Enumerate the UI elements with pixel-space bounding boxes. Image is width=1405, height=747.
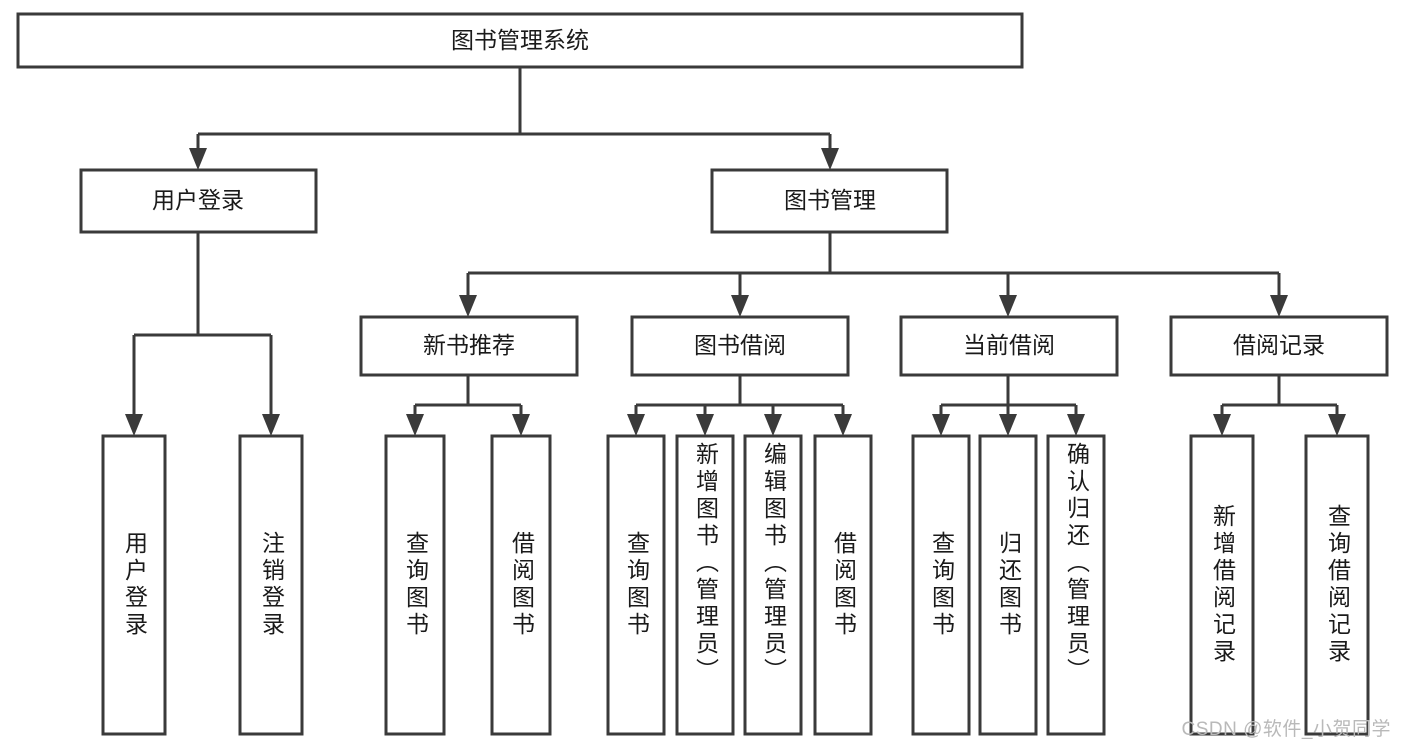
leaf-query-book-3-box[interactable] xyxy=(911,434,971,736)
leaf-query-book-1-box[interactable] xyxy=(384,434,446,736)
node-current-borrow-box[interactable] xyxy=(899,315,1119,377)
leaf-confirm-return-box[interactable] xyxy=(1046,434,1106,736)
arrow-bm-to-book-borrow xyxy=(731,295,749,317)
node-current-borrow[interactable]: 当前借阅 xyxy=(899,315,1119,377)
leaf-box-layer xyxy=(101,434,1370,736)
node-book-manage-label: 图书管理 xyxy=(784,187,876,213)
watermark: CSDN @软件_小贺同学 xyxy=(1181,719,1391,740)
arrow-cb-leaf-1 xyxy=(932,414,950,436)
leaf-borrow-book-1-box[interactable] xyxy=(490,434,552,736)
arrow-bm-to-new-book-recommend xyxy=(459,295,477,317)
node-borrow-record-label: 借阅记录 xyxy=(1233,332,1325,358)
leaf-return-book-box[interactable] xyxy=(978,434,1038,736)
arrow-bb-leaf-1 xyxy=(627,414,645,436)
connector-layer xyxy=(125,67,1346,436)
node-book-borrow[interactable]: 图书借阅 xyxy=(630,315,850,377)
arrow-br-leaf-2 xyxy=(1328,414,1346,436)
arrow-root-to-user-login xyxy=(189,148,207,170)
arrow-nbr-leaf-2 xyxy=(512,414,530,436)
arrow-br-leaf-1 xyxy=(1213,414,1231,436)
node-root-label: 图书管理系统 xyxy=(451,27,589,53)
arrow-bm-to-borrow-record xyxy=(1270,295,1288,317)
arrow-bm-to-current-borrow xyxy=(999,295,1017,317)
leaf-query-record-box[interactable] xyxy=(1304,434,1370,736)
node-user-login[interactable]: 用户登录 xyxy=(79,168,318,234)
node-book-manage[interactable]: 图书管理 xyxy=(710,168,949,234)
leaf-query-book-2-box[interactable] xyxy=(606,434,666,736)
arrow-root-to-book-manage xyxy=(821,148,839,170)
node-borrow-record[interactable]: 借阅记录 xyxy=(1169,315,1389,377)
node-new-book-recommend-box[interactable] xyxy=(359,315,579,377)
node-current-borrow-label: 当前借阅 xyxy=(963,332,1055,358)
node-book-borrow-box[interactable] xyxy=(630,315,850,377)
node-root-box[interactable] xyxy=(16,12,1024,69)
node-user-login-label: 用户登录 xyxy=(152,187,244,213)
leaf-user-login-box[interactable] xyxy=(101,434,167,736)
arrow-bb-leaf-3 xyxy=(764,414,782,436)
leaf-edit-book-box[interactable] xyxy=(743,434,803,736)
node-borrow-record-box[interactable] xyxy=(1169,315,1389,377)
arrow-cb-leaf-3 xyxy=(1067,414,1085,436)
node-new-book-recommend[interactable]: 新书推荐 xyxy=(359,315,579,377)
arrow-user-login-leaf-1 xyxy=(125,414,143,436)
leaf-add-book-box[interactable] xyxy=(675,434,735,736)
arrow-bb-leaf-2 xyxy=(696,414,714,436)
arrow-cb-leaf-2 xyxy=(999,414,1017,436)
arrow-user-login-leaf-2 xyxy=(262,414,280,436)
leaf-add-record-box[interactable] xyxy=(1189,434,1255,736)
node-book-manage-box[interactable] xyxy=(710,168,949,234)
leaf-borrow-book-2-box[interactable] xyxy=(813,434,873,736)
arrow-nbr-leaf-1 xyxy=(406,414,424,436)
arrow-bb-leaf-4 xyxy=(834,414,852,436)
node-root[interactable]: 图书管理系统 xyxy=(16,12,1024,69)
node-user-login-box[interactable] xyxy=(79,168,318,234)
node-book-borrow-label: 图书借阅 xyxy=(694,332,786,358)
leaf-user-logout-box[interactable] xyxy=(238,434,304,736)
node-new-book-recommend-label: 新书推荐 xyxy=(423,332,515,358)
